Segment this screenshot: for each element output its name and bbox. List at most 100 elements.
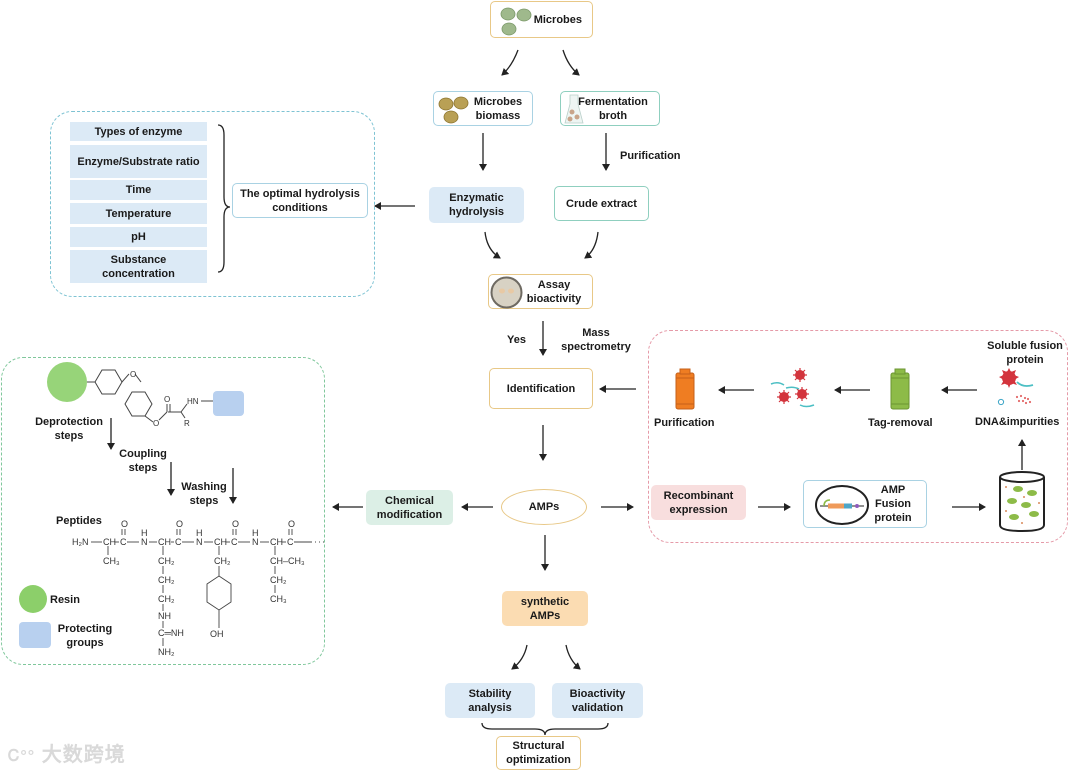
amps-node: AMPs	[501, 489, 587, 525]
svg-text:CH: CH	[270, 537, 283, 547]
bioactivity-validation-node: Bioactivity validation	[552, 683, 643, 718]
petri-dish-icon	[490, 276, 523, 309]
fermentation-broth-label: Fermentation broth	[578, 95, 648, 122]
peptides-icon	[770, 368, 815, 408]
svg-text:CH: CH	[158, 537, 171, 547]
resin-legend-swatch	[19, 585, 47, 613]
svg-text:HN: HN	[187, 397, 199, 406]
amp-fusion-protein-node: AMP Fusion protein	[803, 480, 927, 528]
svg-text:H: H	[196, 528, 203, 538]
fermentation-broth-node: Fermentation broth	[560, 91, 660, 126]
brace-optimization	[481, 722, 609, 736]
svg-text:CH₂: CH₂	[270, 575, 287, 585]
svg-text:H₂N: H₂N	[72, 537, 89, 547]
microbes-icon	[500, 7, 532, 36]
recombinant-expression-node: Recombinant expression	[651, 485, 746, 520]
coupling-steps-label: Coupling steps	[119, 448, 167, 474]
arrow-hydrolysis-assay	[484, 231, 501, 259]
svg-text:CH₃: CH₃	[270, 594, 287, 604]
stability-analysis-node: Stability analysis	[445, 683, 535, 718]
optimal-hydrolysis-conditions-node: The optimal hydrolysis conditions	[232, 183, 368, 218]
hydrolysis-conditions-panel	[50, 111, 375, 297]
svg-text:H: H	[141, 528, 148, 538]
svg-text:O: O	[288, 519, 295, 529]
param-types-of-enzyme: Types of enzyme	[70, 122, 207, 141]
identification-node: Identification	[489, 368, 593, 409]
svg-text:CH₂: CH₂	[214, 556, 231, 566]
svg-text:CH₂: CH₂	[158, 594, 175, 604]
mass-spectrometry-label: Mass spectrometry	[561, 327, 631, 353]
soluble-fusion-protein-label: Soluble fusion protein	[987, 340, 1063, 366]
soluble-protein-icon	[997, 368, 1034, 406]
green-column-icon	[890, 368, 910, 410]
svg-text:O: O	[164, 395, 170, 404]
svg-text:N: N	[196, 537, 203, 547]
microbes-biomass-label: Microbes biomass	[473, 95, 523, 122]
svg-text:C: C	[287, 537, 294, 547]
param-substance-concentration: Substance concentration	[70, 250, 207, 283]
flask-icon	[564, 94, 584, 124]
purification-label: Purification	[654, 417, 715, 429]
svg-text:NH: NH	[158, 611, 171, 621]
recombinant-expression-panel	[648, 330, 1068, 543]
protecting-groups-legend-label: Protecting groups	[57, 623, 113, 649]
svg-text:N: N	[252, 537, 259, 547]
culture-vessel-icon	[999, 471, 1045, 533]
resin-legend-label: Resin	[50, 594, 80, 606]
brace-hydrolysis	[217, 124, 231, 273]
svg-text:R: R	[184, 419, 190, 428]
microbes-node: Microbes	[490, 1, 593, 38]
arrow-synthetic-bioactivity	[565, 644, 581, 670]
arrow-microbes-biomass	[501, 49, 519, 76]
svg-text:C═NH: C═NH	[158, 628, 184, 638]
svg-text:O: O	[232, 519, 239, 529]
watermark: Ꮯ°° 大数跨境	[8, 738, 126, 767]
svg-text:O: O	[176, 519, 183, 529]
assay-bioactivity-node: Assay bioactivity	[488, 274, 593, 309]
peptide-structure: H₂N CH C O N H CH C O N H CH C O N H CH …	[72, 519, 324, 657]
svg-text:C: C	[175, 537, 182, 547]
svg-text:O: O	[153, 419, 159, 428]
structural-optimization-node: Structural optimization	[496, 736, 581, 770]
arrow-microbes-broth	[562, 49, 580, 76]
deprotection-steps-label: Deprotection steps	[35, 416, 103, 442]
arrow-synthetic-stability	[511, 644, 528, 670]
microbes-biomass-node: Microbes biomass	[433, 91, 533, 126]
orange-column-icon	[675, 368, 695, 410]
watermark-logo-icon: Ꮯ°°	[8, 748, 36, 765]
peptides-label: Peptides	[56, 515, 102, 527]
washing-steps-label: Washing steps	[181, 481, 227, 507]
svg-text:CH₃: CH₃	[103, 556, 120, 566]
tag-removal-label: Tag-removal	[868, 417, 933, 429]
chemical-modification-node: Chemical modification	[366, 490, 453, 525]
svg-text:C: C	[120, 537, 127, 547]
amp-fusion-protein-label: AMP Fusion protein	[874, 484, 912, 524]
svg-text:CH₂: CH₂	[158, 575, 175, 585]
assay-bioactivity-label: Assay bioactivity	[526, 278, 582, 305]
svg-text:H: H	[252, 528, 259, 538]
microbes-label: Microbes	[533, 13, 582, 26]
param-enzyme-substrate-ratio: Enzyme/Substrate ratio	[70, 145, 207, 178]
svg-text:CH–CH₃: CH–CH₃	[270, 556, 305, 566]
watermark-text: 大数跨境	[41, 744, 126, 766]
svg-text:CH: CH	[214, 537, 227, 547]
param-ph: pH	[70, 227, 207, 247]
enzymatic-hydrolysis-node: Enzymatic hydrolysis	[429, 187, 524, 223]
purification-step-label: Purification	[620, 150, 681, 162]
svg-text:NH₂: NH₂	[158, 647, 175, 657]
param-temperature: Temperature	[70, 203, 207, 224]
chemical-synthesis-panel	[1, 357, 325, 665]
arrow-crude-assay	[584, 231, 599, 259]
biomass-icon	[438, 96, 469, 124]
synthetic-amps-node: synthetic AMPs	[502, 591, 588, 626]
resin-linker-structure: O O O HN R	[47, 362, 244, 428]
svg-text:N: N	[141, 537, 148, 547]
svg-text:OH: OH	[210, 629, 224, 639]
dna-impurities-label: DNA&impurities	[975, 416, 1060, 428]
svg-text:C: C	[231, 537, 238, 547]
plasmid-icon	[815, 485, 869, 525]
oxygen-atom: O	[130, 370, 136, 379]
svg-text:CH: CH	[103, 537, 116, 547]
svg-text:O: O	[121, 519, 128, 529]
